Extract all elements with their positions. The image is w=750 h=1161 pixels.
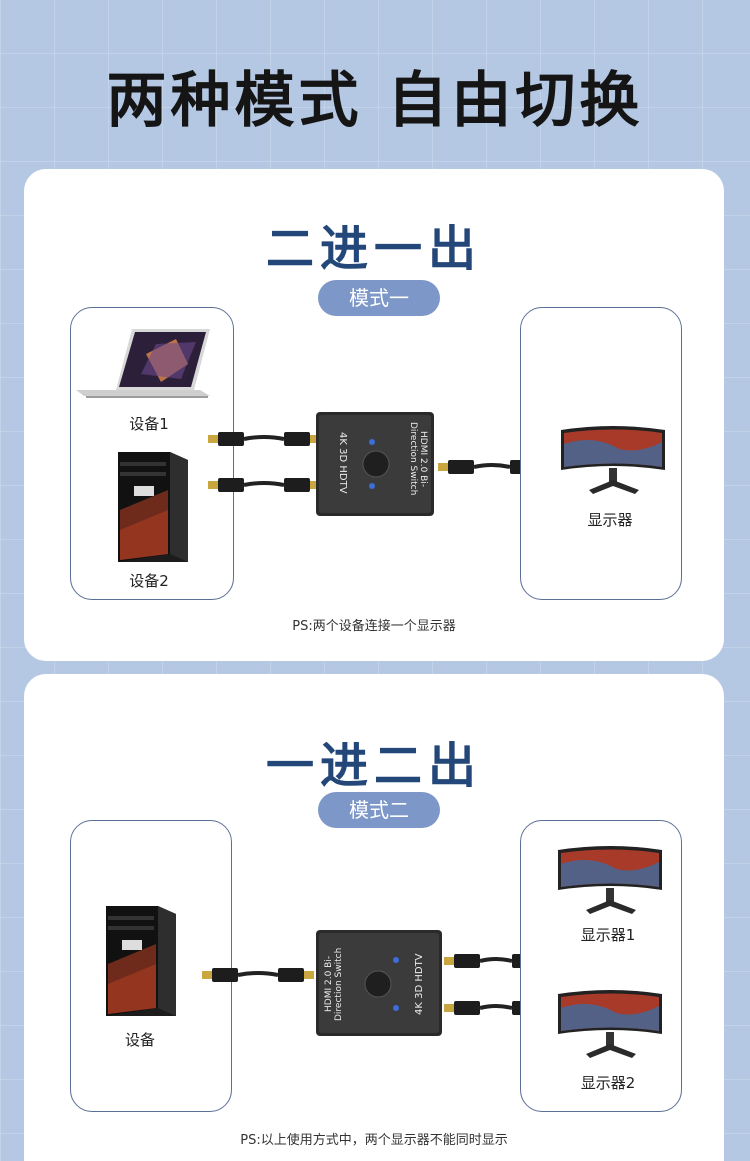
hdmi-cables-in bbox=[208, 432, 320, 492]
switch-3d-label-2: 3D bbox=[414, 984, 425, 999]
device-label: 设备 bbox=[124, 1031, 155, 1049]
device2-label: 设备2 bbox=[129, 572, 169, 590]
mode-one-note: PS:两个设备连接一个显示器 bbox=[292, 619, 456, 634]
switch-model-text: HDMI 2.0 Bi-Direction Switch bbox=[392, 419, 428, 499]
switch-model-label: HDMI 2.0 Bi-Direction bbox=[408, 422, 428, 488]
pc-tower-image-2 bbox=[106, 906, 176, 1016]
monitor1-label: 显示器1 bbox=[580, 926, 636, 944]
switch-hdtv-label-2: HDTV bbox=[414, 953, 425, 982]
laptop-image bbox=[76, 329, 210, 398]
mode-one-pill: 模式一 bbox=[318, 280, 440, 316]
switch-hdtv-label: HDTV bbox=[337, 465, 348, 494]
monitor-image bbox=[561, 426, 665, 494]
switch-4k-label: 4K bbox=[337, 432, 348, 446]
mode-two-title: 一进二出 bbox=[265, 738, 482, 794]
hdmi-switch-device-2 bbox=[316, 930, 442, 1036]
switch-type-label-2: Switch bbox=[334, 947, 344, 978]
monitor-image-1 bbox=[558, 846, 662, 914]
switch-model-text-2: HDMI 2.0 Bi-Direction Switch bbox=[324, 938, 364, 1030]
switch-3d-label: 3D bbox=[337, 448, 348, 463]
mode-two-pill: 模式二 bbox=[318, 792, 440, 828]
mode-one-card: 二进一出 模式一 设备1 设备2 bbox=[24, 169, 724, 661]
monitor2-label: 显示器2 bbox=[580, 1074, 636, 1092]
monitor-label: 显示器 bbox=[587, 511, 633, 529]
hdmi-cable-in-2 bbox=[202, 968, 314, 982]
switch-4k-label-2: 4K bbox=[414, 1001, 425, 1015]
monitor-image-2 bbox=[558, 990, 662, 1058]
pc-tower-image bbox=[118, 452, 188, 562]
switch-type-label: Switch bbox=[408, 465, 418, 496]
hdmi-cables-out-2 bbox=[444, 954, 548, 1015]
switch-brand-text: 4K 3D HDTV bbox=[324, 417, 348, 509]
switch-brand-text-2: 4K 3D HDTV bbox=[414, 936, 438, 1032]
mode-two-note: PS:以上使用方式中，两个显示器不能同时显示 bbox=[240, 1133, 508, 1148]
mode-one-title: 二进一出 bbox=[265, 221, 482, 277]
device1-label: 设备1 bbox=[129, 415, 169, 433]
mode-two-card: 一进二出 模式二 设备 HDMI 2.0 Bi-Direction Switch… bbox=[24, 674, 724, 1161]
page-title: 两种模式 自由切换 bbox=[106, 66, 644, 136]
hdmi-switch-device bbox=[316, 412, 434, 516]
